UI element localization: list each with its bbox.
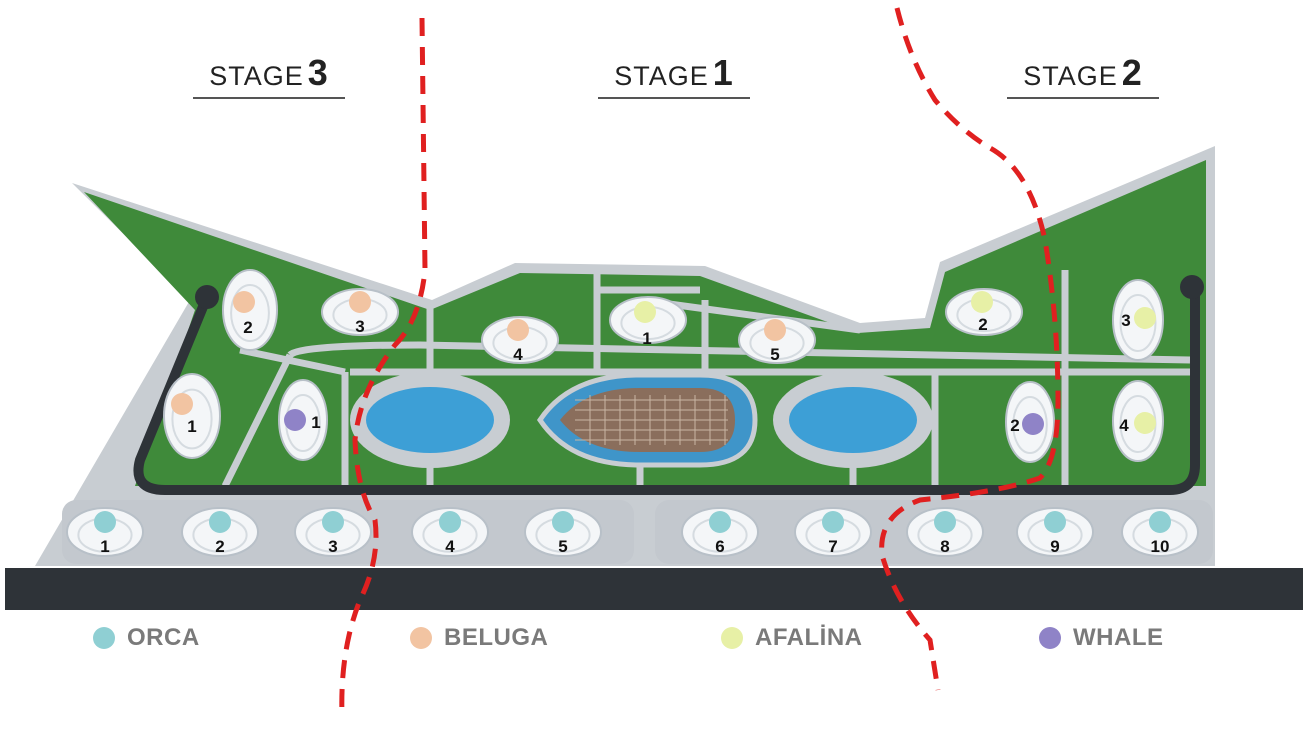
pod-number: 2 [978, 315, 987, 334]
pod-number: 4 [1119, 416, 1129, 435]
species-dot [507, 319, 529, 341]
species-dot [233, 291, 255, 313]
pod-number: 6 [715, 537, 724, 556]
legend-afalina: AFALİNA [721, 624, 863, 652]
species-dot [634, 301, 656, 323]
pod-orca-10: 10 [1121, 507, 1199, 557]
pod-orca-6: 6 [681, 507, 759, 557]
species-dot [1134, 307, 1156, 329]
pod-number: 1 [187, 417, 196, 436]
stage-number: 3 [307, 52, 329, 93]
species-dot [284, 409, 306, 431]
pod-number: 4 [445, 537, 455, 556]
species-dot [94, 511, 116, 533]
stage-number: 1 [712, 52, 734, 93]
species-dot [322, 511, 344, 533]
stage-word: STAGE [1023, 61, 1118, 91]
pod-number: 5 [770, 345, 779, 364]
pod-beluga-2: 2 [222, 269, 278, 351]
pod-orca-3: 3 [294, 507, 372, 557]
afalina-color-dot [721, 627, 743, 649]
pod-orca-8: 8 [906, 507, 984, 557]
legend-whale: WHALE [1039, 624, 1163, 652]
stage-word: STAGE [614, 61, 709, 91]
species-dot [1149, 511, 1171, 533]
legend-label: ORCA [127, 624, 200, 651]
legend-label: BELUGA [444, 624, 549, 651]
pod-number: 10 [1151, 537, 1170, 556]
pod-afali̇na-2: 2 [945, 288, 1023, 336]
pod-number: 3 [355, 317, 364, 336]
pod-number: 1 [311, 413, 320, 432]
species-dot [934, 511, 956, 533]
pod-dome-ring [1119, 294, 1157, 352]
species-dot [171, 393, 193, 415]
pod-beluga-3: 3 [321, 288, 399, 336]
pod-number: 8 [940, 537, 949, 556]
stage-number: 2 [1121, 52, 1143, 93]
species-dot [709, 511, 731, 533]
species-dot [764, 319, 786, 341]
pod-beluga-4: 4 [481, 316, 559, 364]
legend-orca: ORCA [93, 624, 200, 652]
pod-afali̇na-3: 3 [1112, 279, 1164, 361]
species-dot [1134, 412, 1156, 434]
species-dot [971, 291, 993, 313]
pod-number: 7 [828, 537, 837, 556]
pod-number: 3 [328, 537, 337, 556]
main-road [5, 568, 1303, 610]
pod-dome-ring [1012, 396, 1048, 454]
perimeter-road [133, 287, 1200, 495]
pod-number: 2 [243, 318, 252, 337]
species-dot [349, 291, 371, 313]
species-dot [439, 511, 461, 533]
pod-orca-5: 5 [524, 507, 602, 557]
pod-afali̇na-1: 1 [609, 296, 687, 348]
stage-word: STAGE [209, 61, 304, 91]
legend-label: WHALE [1073, 624, 1164, 651]
pod-dome-ring [230, 284, 270, 342]
road-turnaround [195, 285, 219, 309]
pod-orca-7: 7 [794, 507, 872, 557]
legend-label: AFALİNA [755, 624, 863, 651]
pod-number: 2 [215, 537, 224, 556]
pod-number: 1 [100, 537, 109, 556]
beluga-color-dot [410, 627, 432, 649]
pod-afali̇na-4: 4 [1112, 380, 1164, 462]
pod-beluga-1: 1 [163, 373, 221, 459]
pod-whale-1: 1 [278, 379, 328, 461]
species-dot [1044, 511, 1066, 533]
whale-color-dot [1039, 627, 1061, 649]
pod-number: 1 [642, 329, 651, 348]
pod-orca-9: 9 [1016, 507, 1094, 557]
aquarium-roof-grid [575, 395, 728, 445]
orca-color-dot [93, 627, 115, 649]
pod-dome-ring [171, 388, 213, 450]
pod-beluga-5: 5 [738, 316, 816, 364]
pool-east [789, 387, 917, 453]
pod-number: 5 [558, 537, 567, 556]
pool-west [366, 387, 494, 453]
pod-orca-2: 2 [181, 507, 259, 557]
road-turnaround [1180, 275, 1204, 299]
species-dot [552, 511, 574, 533]
pod-number: 3 [1121, 311, 1130, 330]
stage-boundary-east [879, 7, 1061, 691]
pod-whale-2: 2 [1005, 381, 1055, 463]
species-dot [209, 511, 231, 533]
species-dot [822, 511, 844, 533]
pod-orca-4: 4 [411, 507, 489, 557]
legend-beluga: BELUGA [410, 624, 548, 652]
stage-boundary-west [339, 17, 428, 716]
species-dot [1022, 413, 1044, 435]
pod-number: 2 [1010, 416, 1019, 435]
pod-number: 9 [1050, 537, 1059, 556]
pod-number: 4 [513, 345, 523, 364]
pod-orca-1: 1 [66, 507, 144, 557]
